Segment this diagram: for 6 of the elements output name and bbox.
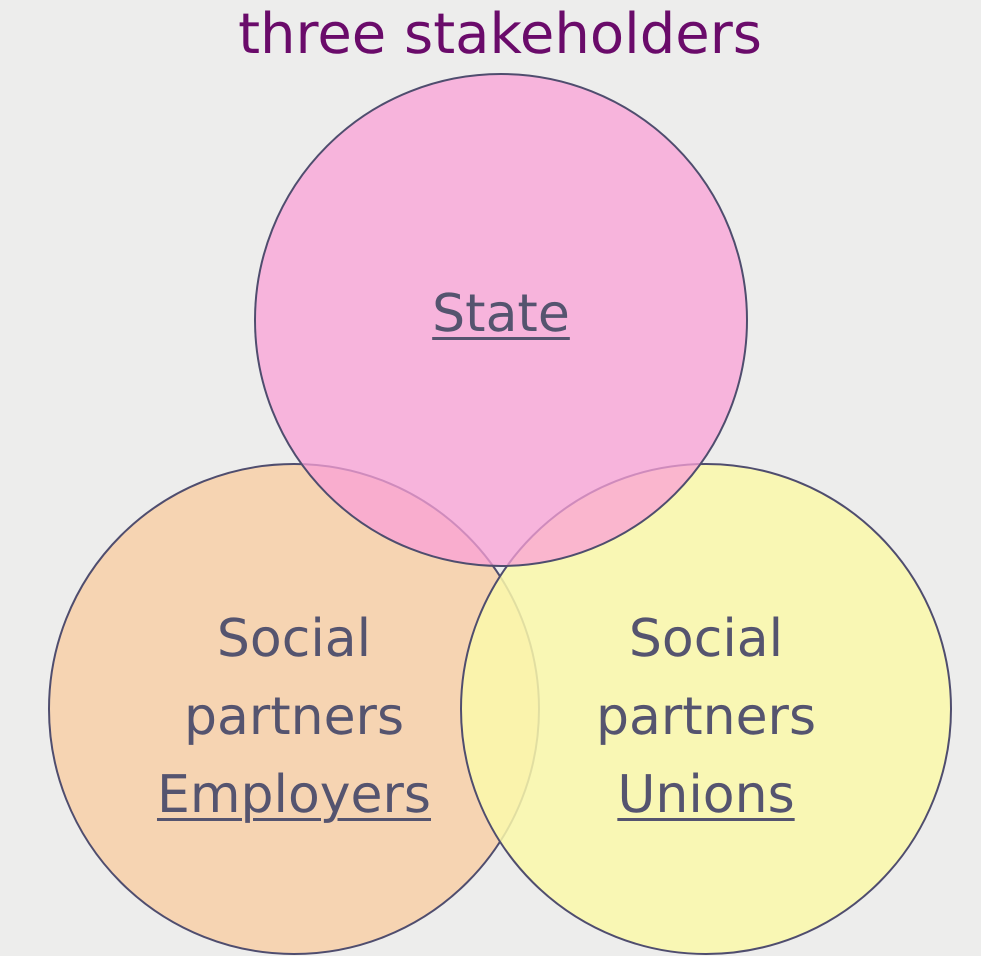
circle-label: Social partners: [594, 608, 818, 749]
stakeholder-link: State: [432, 283, 570, 346]
slide-title: three stakeholders: [237, 1, 763, 69]
stakeholder-link: Employers: [156, 764, 431, 827]
circle-label: Social partners: [182, 608, 406, 749]
stakeholder-link: Unions: [617, 764, 795, 827]
